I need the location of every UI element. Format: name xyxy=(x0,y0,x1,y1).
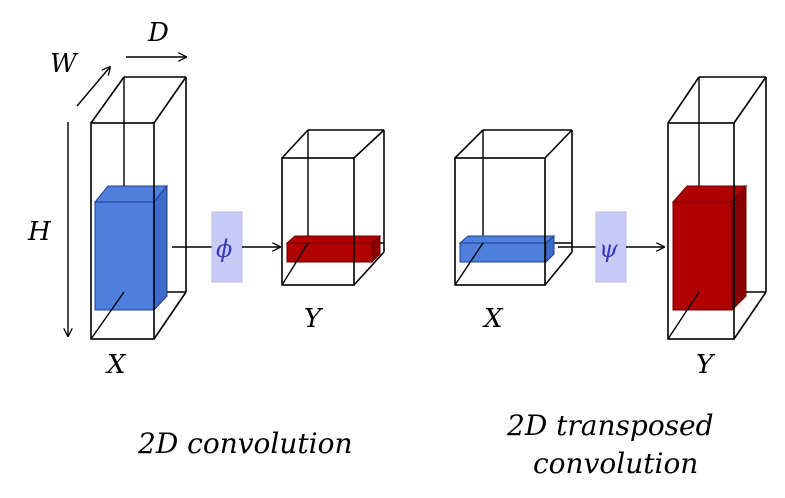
operator-phi-label: ϕ xyxy=(216,235,232,263)
transposed-caption-line2: convolution xyxy=(533,447,698,480)
operator-phi: ϕ xyxy=(211,211,243,283)
operator-psi: ψ xyxy=(595,211,627,283)
transposed-input-volume-x xyxy=(454,129,573,286)
conv2d-caption: 2D convolution xyxy=(137,427,353,460)
operator-psi-label: ψ xyxy=(599,235,619,263)
transposed-output-volume-y xyxy=(667,76,767,340)
output-label-y: Y xyxy=(304,304,324,334)
width-arrow xyxy=(76,67,110,107)
transposed-input-block-x xyxy=(458,234,556,264)
transposed-panel: X ψ Y 2D transposed convolution xyxy=(454,76,767,480)
transposed-output-label-y: Y xyxy=(696,350,716,380)
width-label: W xyxy=(50,49,79,79)
transposed-output-block-y xyxy=(671,184,748,312)
input-volume-x xyxy=(90,76,187,340)
depth-label: D xyxy=(147,18,169,48)
input-block-x xyxy=(93,184,169,312)
height-label: H xyxy=(27,217,52,247)
input-label-x: X xyxy=(105,350,127,380)
axis-indicators: D W H xyxy=(27,18,186,336)
output-block-y xyxy=(285,234,382,264)
transposed-input-label-x: X xyxy=(482,304,504,334)
transposed-caption-line1: 2D transposed xyxy=(506,409,714,442)
conv2d-panel: X ϕ Y 2D convolution xyxy=(90,76,385,460)
output-volume-y xyxy=(281,129,385,286)
